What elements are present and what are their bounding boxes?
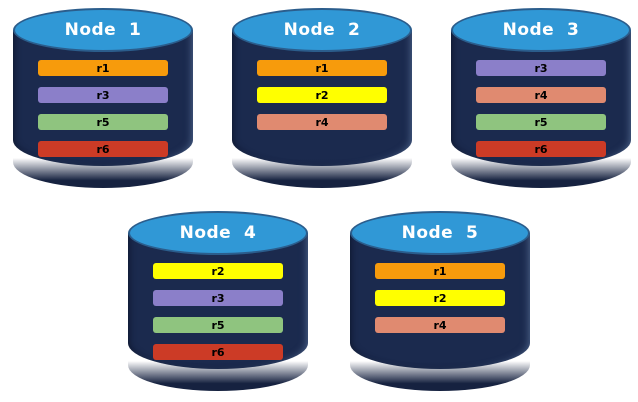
database-node-1[interactable]: r1 r3 r5 r6 Node 1 xyxy=(13,8,193,188)
replica-bar[interactable]: r1 xyxy=(257,60,387,76)
cylinder-top-disc xyxy=(451,8,631,52)
replica-list: r3 r4 r5 r6 xyxy=(476,60,606,157)
database-node-4[interactable]: r2 r3 r5 r6 Node 4 xyxy=(128,211,308,391)
replica-bar[interactable]: r1 xyxy=(375,263,505,279)
cylinder-top-disc xyxy=(13,8,193,52)
cylinder-top-disc xyxy=(350,211,530,255)
node-label: Node 4 xyxy=(179,223,257,243)
replica-bar[interactable]: r6 xyxy=(476,141,606,157)
replica-list: r1 r3 r5 r6 xyxy=(38,60,168,157)
replica-bar[interactable]: r6 xyxy=(38,141,168,157)
replica-bar[interactable]: r3 xyxy=(38,87,168,103)
node-label: Node 5 xyxy=(401,223,479,243)
replica-bar[interactable]: r5 xyxy=(476,114,606,130)
replica-bar[interactable]: r2 xyxy=(257,87,387,103)
cylinder-top-disc xyxy=(232,8,412,52)
cylinder-top-disc xyxy=(128,211,308,255)
node-label: Node 2 xyxy=(283,20,361,40)
replica-list: r1 r2 r4 xyxy=(375,263,505,333)
replica-bar[interactable]: r2 xyxy=(153,263,283,279)
replica-bar[interactable]: r5 xyxy=(38,114,168,130)
database-node-3[interactable]: r3 r4 r5 r6 Node 3 xyxy=(451,8,631,188)
replica-bar[interactable]: r6 xyxy=(153,344,283,360)
replica-list: r2 r3 r5 r6 xyxy=(153,263,283,360)
database-node-5[interactable]: r1 r2 r4 Node 5 xyxy=(350,211,530,391)
replica-bar[interactable]: r5 xyxy=(153,317,283,333)
replica-list: r1 r2 r4 xyxy=(257,60,387,130)
database-node-2[interactable]: r1 r2 r4 Node 2 xyxy=(232,8,412,188)
replica-bar[interactable]: r1 xyxy=(38,60,168,76)
replica-bar[interactable]: r4 xyxy=(476,87,606,103)
replica-bar[interactable]: r3 xyxy=(153,290,283,306)
node-label: Node 1 xyxy=(64,20,142,40)
replica-bar[interactable]: r4 xyxy=(375,317,505,333)
replica-bar[interactable]: r2 xyxy=(375,290,505,306)
replica-bar[interactable]: r3 xyxy=(476,60,606,76)
node-label: Node 3 xyxy=(502,20,580,40)
replica-bar[interactable]: r4 xyxy=(257,114,387,130)
